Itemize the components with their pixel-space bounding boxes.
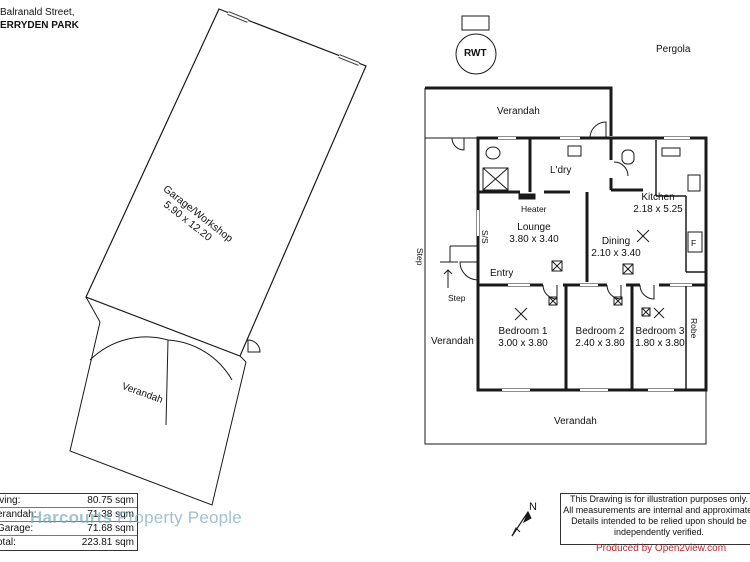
lounge-label: Lounge 3.80 x 3.40 (509, 222, 558, 246)
area-label: otal: (0, 537, 16, 548)
cooktop (687, 174, 701, 192)
garage-window (338, 55, 360, 65)
dining-label: Dining 2.10 x 3.40 (591, 236, 640, 260)
kitchen-dims: 2.18 x 5.25 (633, 204, 683, 215)
rwt-label: RWT (464, 48, 487, 59)
garage-door-swing (89, 336, 169, 361)
verandah-top-label: Verandah (497, 106, 540, 117)
door-swing (606, 284, 622, 300)
north-arrow (511, 511, 529, 537)
light-fixture (514, 229, 665, 321)
lounge-dims: 3.80 x 3.40 (509, 234, 559, 245)
address-line-1: Balranald Street, (0, 7, 75, 18)
house-outline (476, 136, 708, 392)
area-label: erandah: (0, 509, 37, 520)
heater-label: Heater (521, 204, 547, 214)
heater (518, 193, 536, 200)
garage-door-jamb (239, 355, 247, 363)
north-arrow-head (523, 510, 532, 524)
disclaimer-line: independently verified. (613, 527, 705, 537)
fridge-label: F (691, 238, 697, 248)
lounge-name: Lounge (517, 222, 551, 233)
bedroom-3-name: Bedroom 3 (635, 326, 685, 337)
entry-door (459, 261, 479, 281)
trough (567, 145, 582, 157)
bedroom-1-label: Bedroom 1 3.00 x 3.80 (498, 326, 547, 350)
property-address: Balranald Street, ERRYDEN PARK (0, 6, 79, 32)
bedroom-3-dims: 1.80 x 3.80 (635, 338, 685, 349)
produced-by-link[interactable]: Produced by Open2view.com (596, 543, 727, 554)
north-label: N (529, 501, 537, 513)
step-label: Step (448, 293, 466, 303)
garage-verandah-outline (69, 321, 247, 506)
area-value: 223.81 sqm (81, 537, 134, 548)
pergola-label: Pergola (656, 44, 691, 55)
basin (485, 146, 501, 160)
verandah-outline (425, 86, 613, 136)
bedroom-3-label: Bedroom 3 1.80 x 3.80 (635, 326, 684, 350)
area-label: Garage: (0, 523, 34, 534)
window-gaps (477, 137, 692, 391)
door-swing (613, 161, 629, 177)
bedroom-2-name: Bedroom 2 (575, 326, 625, 337)
area-label: iving: (0, 495, 21, 506)
fridge-space (687, 231, 703, 253)
area-row: Garage: 71.68 sqm (0, 522, 137, 536)
bedroom-1-dims: 3.00 x 3.80 (498, 338, 548, 349)
disclaimer-box: This Drawing is for illustration purpose… (560, 493, 750, 545)
bedroom-2-label: Bedroom 2 2.40 x 3.80 (575, 326, 624, 350)
kitchen-name: Kitchen (641, 192, 675, 203)
area-value: 80.75 sqm (87, 495, 134, 506)
shower (482, 167, 509, 191)
area-summary-table: iving: 80.75 sqm erandah: 71.38 sqm Gara… (0, 493, 138, 551)
area-row: erandah: 71.38 sqm (0, 508, 137, 522)
garage-window (227, 12, 249, 22)
bedroom-2-dims: 2.40 x 3.80 (575, 338, 625, 349)
garage-door-swing (167, 339, 233, 381)
bedroom-1-name: Bedroom 1 (498, 326, 548, 337)
dining-dims: 2.10 x 3.40 (591, 248, 641, 259)
area-value: 71.68 sqm (87, 523, 134, 534)
dining-name: Dining (601, 236, 631, 247)
step-vertical-label: Step (415, 248, 425, 266)
garage-door-jamb (85, 296, 101, 323)
area-row: iving: 80.75 sqm (0, 494, 137, 508)
disclaimer-line: Details intended to be relied upon shoul… (571, 516, 747, 526)
rwt-tank (455, 33, 497, 75)
area-row: otal: 223.81 sqm (0, 536, 137, 549)
watermark-brand: Harcourts (30, 508, 113, 527)
disclaimer-line: All measurements are internal and approx… (563, 505, 750, 515)
robe-label: Robe (689, 318, 699, 339)
door-swing (639, 284, 655, 300)
harcourts-watermark: Harcourts Property People (30, 508, 242, 528)
laundry-label: L'dry (550, 165, 572, 176)
door-swing (451, 137, 465, 151)
toilet (621, 149, 635, 165)
kitchen-sink (661, 147, 681, 157)
area-value: 71.38 sqm (87, 509, 134, 520)
disclaimer-line: This Drawing is for illustration purpose… (570, 494, 748, 504)
watermark-text: Property People (112, 508, 242, 527)
garage-door-leaf (165, 339, 169, 426)
entry-label: Entry (490, 268, 514, 279)
garage-side-door (247, 339, 261, 353)
verandah-bottom-label: Verandah (554, 416, 597, 427)
verandah-left-label: Verandah (431, 336, 474, 347)
kitchen-label: Kitchen 2.18 x 5.25 (633, 192, 682, 216)
garage-outline (85, 8, 367, 357)
ss-label: S/S (480, 230, 490, 244)
door-swing (589, 121, 607, 139)
rwt-base (461, 15, 490, 31)
address-line-2: ERRYDEN PARK (0, 20, 79, 31)
